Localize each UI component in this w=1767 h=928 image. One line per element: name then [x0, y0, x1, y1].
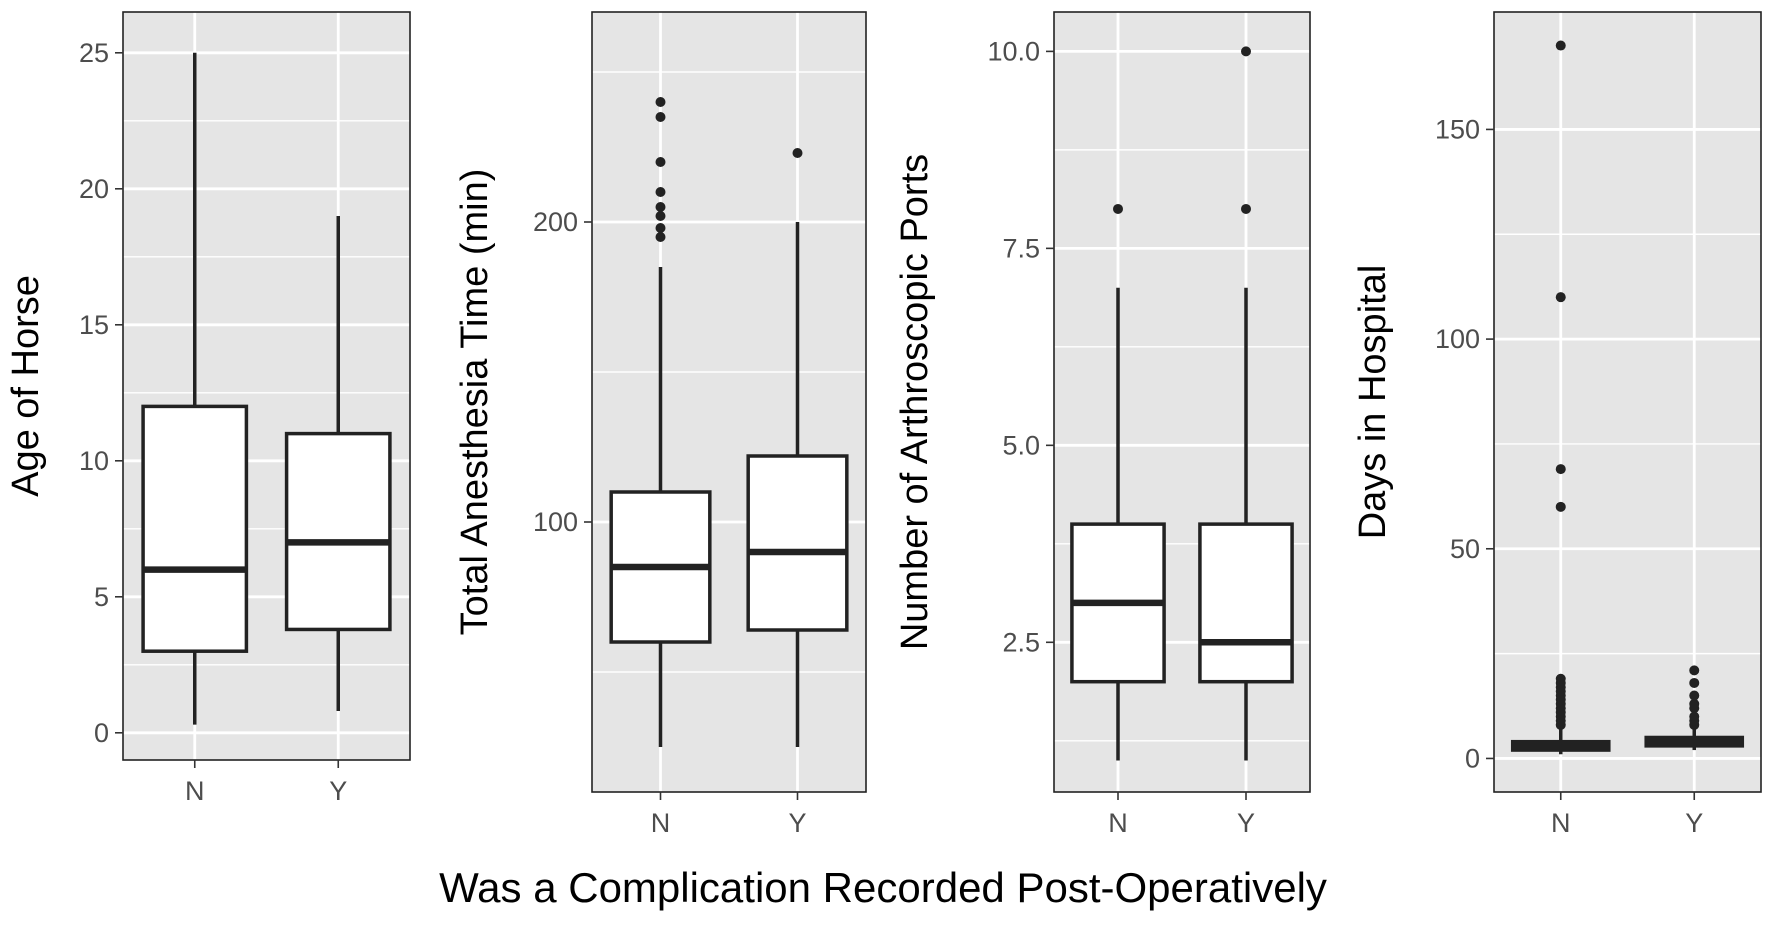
- x-tick-label: N: [651, 808, 671, 838]
- y-tick-label: 25: [79, 38, 109, 68]
- y-tick-label: 100: [533, 507, 578, 537]
- box-N: [1510, 40, 1611, 755]
- box-Y: [1644, 665, 1745, 751]
- outlier-point: [655, 223, 666, 233]
- box-N: [1070, 203, 1166, 761]
- y-tick-label: 20: [79, 174, 109, 204]
- outlier-point: [1241, 203, 1251, 214]
- y-axis-title: Number of Arthroscopic Ports: [894, 154, 936, 650]
- y-tick-label: 5: [94, 582, 109, 612]
- x-tick-label: Y: [1237, 808, 1255, 838]
- outlier-point: [1689, 690, 1700, 701]
- outlier-point: [655, 97, 666, 107]
- outlier-point: [1113, 203, 1123, 214]
- outlier-point: [1555, 501, 1566, 512]
- y-tick-label: 0: [94, 718, 109, 748]
- y-axis-title: Age of Horse: [5, 275, 47, 497]
- outlier-point: [655, 187, 666, 197]
- iqr-box: [1198, 522, 1294, 684]
- y-tick-label: 5.0: [1002, 430, 1040, 460]
- panel-background: [592, 12, 866, 792]
- outlier-point: [1241, 46, 1251, 57]
- outlier-point: [792, 148, 803, 158]
- outlier-point: [1689, 677, 1700, 688]
- y-tick-label: 200: [533, 207, 578, 237]
- outlier-point: [1555, 673, 1566, 684]
- outlier-point: [1555, 292, 1566, 303]
- box-Y: [1198, 46, 1294, 761]
- outlier-point: [655, 211, 666, 221]
- y-tick-label: 7.5: [1002, 233, 1040, 263]
- panel-border: [1053, 11, 1311, 793]
- outlier-point: [1555, 464, 1566, 475]
- panel-border: [122, 11, 411, 761]
- y-tick-label: 10: [79, 446, 109, 476]
- y-tick-label: 100: [1435, 324, 1480, 354]
- panel-border: [591, 11, 867, 793]
- y-axis-title: Days in Hospital: [1352, 265, 1394, 540]
- outlier-point: [655, 157, 666, 167]
- x-axis-title: Was a Complication Recorded Post-Operati…: [439, 864, 1327, 911]
- box-Y: [284, 216, 392, 712]
- outlier-point: [1689, 698, 1700, 709]
- panel-background: [1494, 12, 1761, 792]
- outlier-point: [655, 232, 666, 242]
- y-tick-label: 0: [1465, 743, 1480, 773]
- x-tick-label: N: [185, 776, 205, 806]
- y-axis-title: Total Anesthesia Time (min): [454, 169, 496, 636]
- outlier-point: [1555, 40, 1566, 51]
- panel-3: 2.5 5.0 7.5 10.0N Y Number of Arthroscopic Po…: [894, 11, 1311, 838]
- x-tick-label: N: [1551, 808, 1571, 838]
- outlier-point: [655, 112, 666, 122]
- x-tick-label: Y: [788, 808, 806, 838]
- y-tick-label: 150: [1435, 114, 1480, 144]
- y-tick-label: 50: [1450, 534, 1480, 564]
- panel-1: 0 5 10 15 20 25N Y Age of Horse: [5, 11, 411, 806]
- x-tick-label: N: [1108, 808, 1128, 838]
- box-Y: [746, 148, 849, 747]
- iqr-box: [746, 454, 849, 632]
- panel-border: [1493, 11, 1762, 793]
- x-tick-label: Y: [329, 776, 347, 806]
- y-tick-label: 15: [79, 310, 109, 340]
- outlier-point: [1689, 665, 1700, 676]
- iqr-box: [284, 431, 392, 632]
- box-N: [141, 52, 249, 725]
- box-N: [609, 97, 712, 747]
- outlier-point: [655, 202, 666, 212]
- outlier-point: [1689, 711, 1700, 722]
- y-tick-label: 2.5: [1002, 627, 1040, 657]
- x-tick-label: Y: [1685, 808, 1703, 838]
- y-tick-label: 10.0: [987, 36, 1040, 66]
- iqr-box: [141, 404, 249, 653]
